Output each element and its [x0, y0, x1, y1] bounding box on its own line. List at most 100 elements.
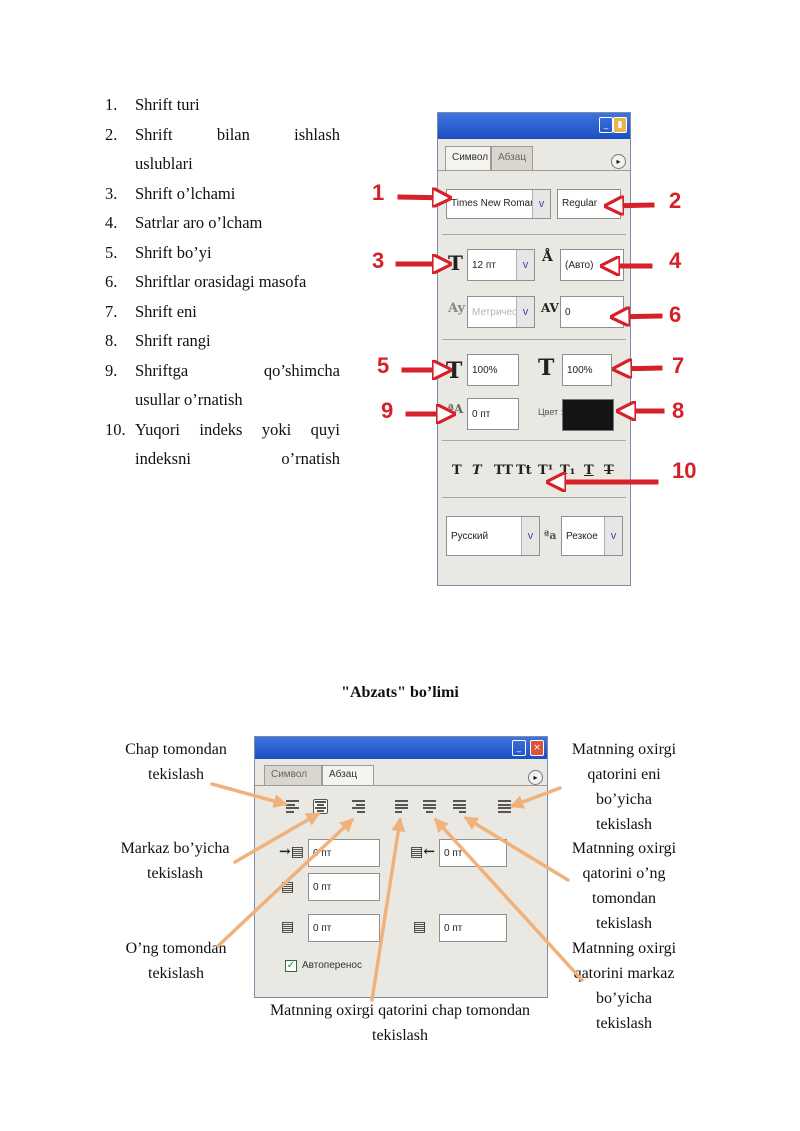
- callout-number-2: 2: [669, 188, 682, 213]
- chevron-down-icon: v: [521, 517, 539, 555]
- list-item: 1.Shrift turi: [105, 90, 340, 120]
- label-line: Matnning oxirgi qatorini chap tomondan: [269, 1002, 531, 1019]
- align-left-button[interactable]: [285, 799, 300, 814]
- hyphenation-checkbox[interactable]: ✓: [285, 960, 297, 972]
- justify-last-center-button[interactable]: [422, 799, 437, 814]
- list-number: 1.: [105, 95, 118, 114]
- list-number: 3.: [105, 183, 118, 203]
- tracking-value: 0: [565, 307, 571, 318]
- kerning-value: Метрические: [472, 307, 533, 318]
- font-family-value: Times New Roman: [451, 198, 536, 209]
- indent-first-line-input[interactable]: 0 пт: [308, 873, 380, 901]
- divider: [442, 497, 626, 498]
- kerning-select[interactable]: Метрические v: [467, 296, 535, 328]
- tab-paragraph[interactable]: Абзац: [491, 146, 533, 170]
- font-size-select[interactable]: 12 пт v: [467, 249, 535, 281]
- list-text: uslublari: [135, 154, 193, 173]
- faux-italic-button[interactable]: T: [472, 463, 482, 478]
- tab-paragraph[interactable]: Абзац: [322, 765, 374, 785]
- tab-character[interactable]: Символ: [445, 146, 491, 170]
- anti-alias-icon: ªa: [544, 529, 557, 542]
- indent-right-icon: ▤←: [410, 844, 435, 860]
- list-item: 2.Shrift bilan ishlash: [105, 120, 340, 150]
- justify-last-right-button[interactable]: [452, 799, 467, 814]
- callout-number-3: 3: [372, 248, 385, 273]
- label-line: tekislash: [147, 865, 203, 882]
- minimize-icon[interactable]: _: [599, 117, 613, 133]
- tracking-select[interactable]: 0: [560, 296, 624, 328]
- label-line: tekislash: [596, 1015, 652, 1032]
- vertical-scale-icon: T: [446, 358, 463, 384]
- horizontal-scale-input[interactable]: 100%: [562, 354, 612, 386]
- chevron-down-icon: v: [604, 517, 622, 555]
- list-item: 7. Shrift eni: [105, 297, 340, 327]
- chevron-down-icon: v: [532, 190, 550, 218]
- divider: [442, 339, 626, 340]
- align-center-button[interactable]: [313, 799, 328, 814]
- label-line: bo’yicha: [596, 990, 652, 1007]
- justify-last-left-button[interactable]: [394, 799, 409, 814]
- baseline-shift-input[interactable]: 0 пт: [467, 398, 519, 430]
- list-item-continuation: usullar o’rnatish: [105, 385, 340, 415]
- list-number: 6.: [105, 272, 118, 291]
- superscript-button[interactable]: T¹: [538, 463, 554, 478]
- divider: [442, 234, 626, 235]
- small-caps-button[interactable]: Tt: [516, 463, 532, 478]
- style-buttons: T T TT Tt T¹ T₁ T T: [452, 463, 622, 485]
- space-before-value: 0 пт: [313, 923, 332, 934]
- strikethrough-button[interactable]: T: [604, 463, 614, 478]
- close-icon[interactable]: ▮: [613, 117, 627, 133]
- language-select[interactable]: Русский v: [446, 516, 540, 556]
- tab-character[interactable]: Символ: [264, 765, 322, 785]
- subscript-button[interactable]: T₁: [560, 463, 576, 478]
- space-before-input[interactable]: 0 пт: [308, 914, 380, 942]
- callout-number-9: 9: [381, 398, 394, 423]
- leading-icon: Å: [542, 249, 553, 265]
- list-text: Yuqori indeks yoki quyi: [135, 419, 340, 439]
- indent-first-line-value: 0 пт: [313, 882, 332, 893]
- leading-select[interactable]: (Авто): [560, 249, 624, 281]
- indent-left-input[interactable]: 0 пт: [308, 839, 380, 867]
- underline-button[interactable]: T: [584, 463, 594, 478]
- list-number: 7.: [105, 301, 118, 321]
- label-line: qatorini o’ng: [582, 865, 666, 882]
- faux-bold-button[interactable]: T: [452, 463, 462, 478]
- minimize-icon[interactable]: _: [512, 740, 526, 756]
- list-number: 2.: [105, 124, 118, 144]
- list-text: Shriftlar orasidagi masofa: [135, 272, 307, 291]
- anti-alias-select[interactable]: Резкое v: [561, 516, 623, 556]
- callout-number-5: 5: [377, 353, 390, 378]
- indent-right-input[interactable]: 0 пт: [439, 839, 507, 867]
- close-icon[interactable]: ×: [530, 740, 544, 756]
- space-after-input[interactable]: 0 пт: [439, 914, 507, 942]
- justify-all-button[interactable]: [497, 799, 512, 814]
- font-size-value: 12 пт: [472, 260, 496, 271]
- horizontal-scale-value: 100%: [567, 365, 593, 376]
- baseline-shift-value: 0 пт: [472, 409, 491, 420]
- panel-menu-icon[interactable]: ▸: [611, 154, 626, 169]
- font-style-select[interactable]: Regular: [557, 189, 621, 219]
- color-swatch[interactable]: [562, 399, 614, 431]
- all-caps-button[interactable]: TT: [494, 463, 513, 478]
- panel-titlebar: _ ▮: [438, 113, 630, 139]
- vertical-scale-input[interactable]: 100%: [467, 354, 519, 386]
- list-number: 8.: [105, 331, 118, 350]
- list-item-continuation: uslublari: [105, 149, 340, 179]
- label-line: Markaz bo’yicha: [120, 840, 230, 857]
- space-before-icon: ▤: [281, 919, 295, 935]
- align-right-button[interactable]: [351, 799, 366, 814]
- panel-menu-icon[interactable]: ▸: [528, 770, 543, 785]
- indent-left-value: 0 пт: [313, 848, 332, 859]
- list-text: indeksni o’rnatish: [135, 449, 340, 468]
- list-number: 5.: [105, 242, 118, 262]
- font-family-select[interactable]: Times New Roman v: [446, 189, 551, 219]
- list-text: Shrift eni: [135, 301, 197, 321]
- label-line: tekislash: [596, 816, 652, 833]
- panel-titlebar: _ ×: [255, 737, 547, 759]
- list-number: 4.: [105, 213, 118, 232]
- callout-number-4: 4: [669, 248, 682, 273]
